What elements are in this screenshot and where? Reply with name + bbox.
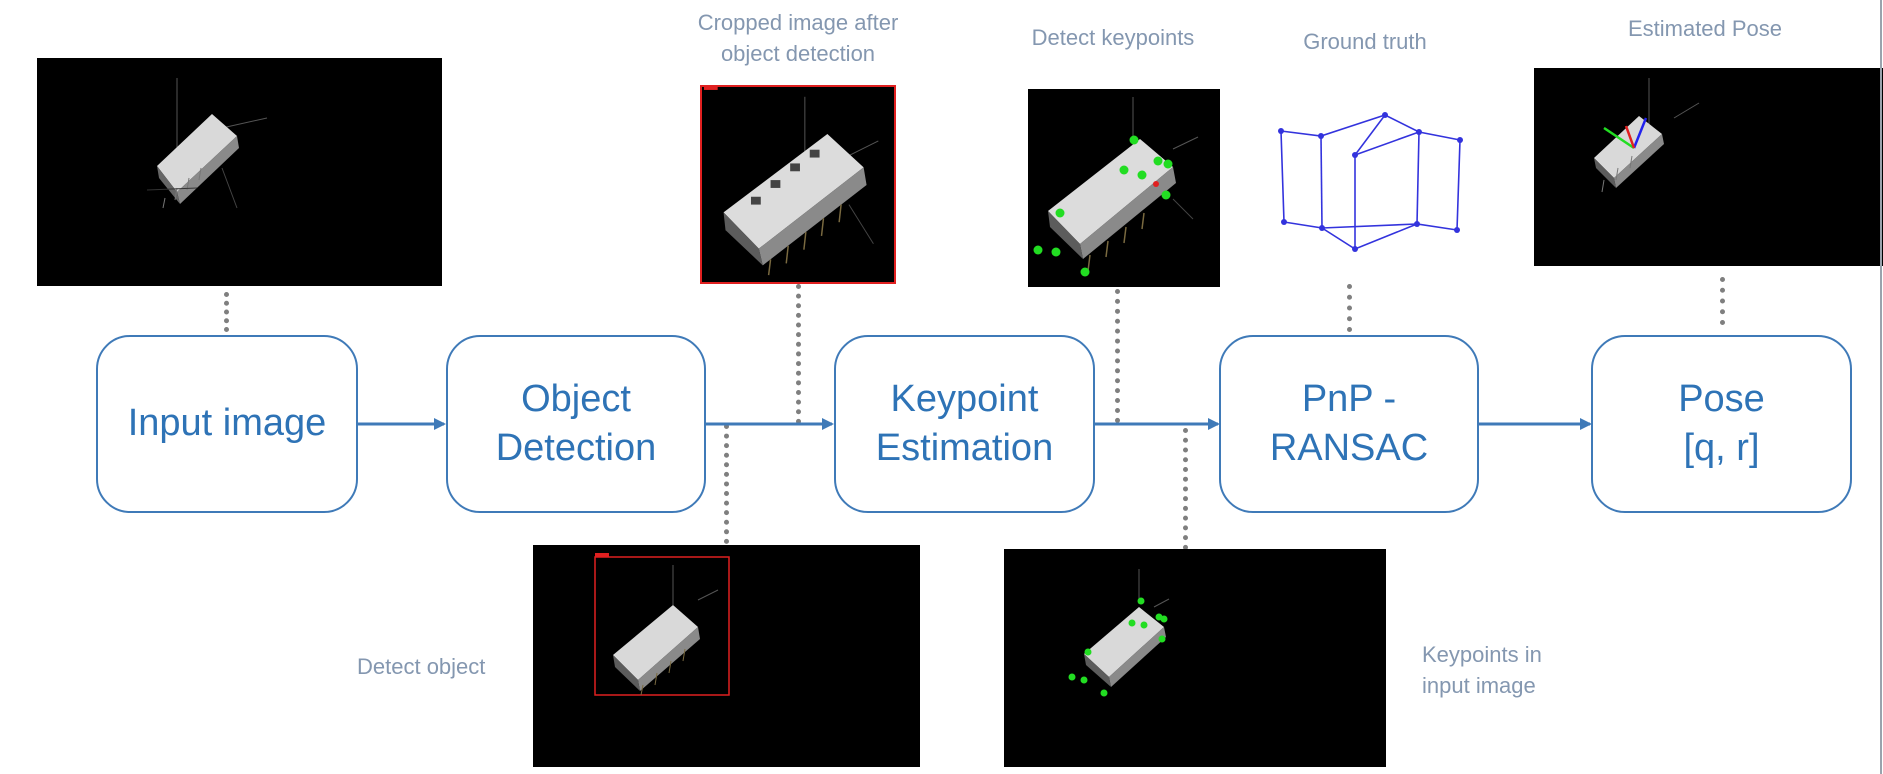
node-keypoint-estimation-line-2: Estimation	[875, 427, 1054, 469]
node-pose-line-1: Pose	[1678, 377, 1765, 420]
caption-keypoints-input-line-2: input image	[1422, 672, 1536, 698]
node-pose-line-2: [q, r]	[1683, 427, 1760, 469]
connector-keypoints-input	[1183, 428, 1193, 550]
caption-cropped-image: Cropped image after object detection	[680, 8, 916, 70]
connector-input-image	[224, 292, 234, 332]
node-keypoint-estimation: Keypoint Estimation	[834, 335, 1095, 513]
connector-estimated-pose	[1720, 277, 1730, 325]
caption-estimated-pose-text: Estimated Pose	[1627, 16, 1783, 41]
connector-ground-truth	[1347, 284, 1357, 332]
node-input-image-line-1: Input image	[127, 402, 327, 445]
node-object-detection-line-1: Object	[521, 377, 631, 420]
connector-detect-keypoints	[1115, 289, 1125, 423]
node-pnp-ransac-line-1: PnP -	[1301, 377, 1397, 420]
caption-cropped-line-2: object detection	[720, 40, 876, 66]
node-pose: Pose [q, r]	[1591, 335, 1852, 513]
node-pnp-ransac: PnP - RANSAC	[1219, 335, 1479, 513]
caption-detect-keypoints-text: Detect keypoints	[1031, 25, 1195, 50]
keypoints-input-thumbnail	[1004, 549, 1386, 767]
caption-ground-truth-text: Ground truth	[1303, 29, 1427, 54]
right-edge-border	[1880, 0, 1882, 774]
caption-detect-object-text: Detect object	[357, 654, 486, 679]
caption-keypoints-input: Keypoints in input image	[1422, 640, 1602, 702]
ground-truth-wireframe	[1278, 112, 1463, 252]
node-object-detection: Object Detection	[446, 335, 706, 513]
caption-detect-keypoints: Detect keypoints	[1010, 23, 1216, 54]
node-object-detection-line-2: Detection	[495, 427, 657, 469]
input-image-thumbnail	[37, 58, 442, 286]
connector-detect-object	[724, 424, 734, 544]
estimated-pose-thumbnail	[1534, 68, 1883, 266]
node-pnp-ransac-line-2: RANSAC	[1269, 427, 1429, 469]
detect-keypoints-thumbnail	[1028, 89, 1220, 287]
node-keypoint-estimation-line-1: Keypoint	[890, 377, 1039, 420]
caption-estimated-pose: Estimated Pose	[1610, 14, 1800, 45]
caption-cropped-line-1: Cropped image after	[697, 10, 899, 35]
caption-ground-truth: Ground truth	[1280, 27, 1450, 58]
connector-cropped-image	[796, 284, 806, 424]
node-input-image: Input image	[96, 335, 358, 513]
cropped-image-thumbnail	[700, 85, 896, 284]
caption-detect-object: Detect object	[357, 652, 527, 683]
caption-keypoints-input-line-1: Keypoints in	[1422, 642, 1542, 667]
detect-object-thumbnail	[533, 545, 920, 767]
